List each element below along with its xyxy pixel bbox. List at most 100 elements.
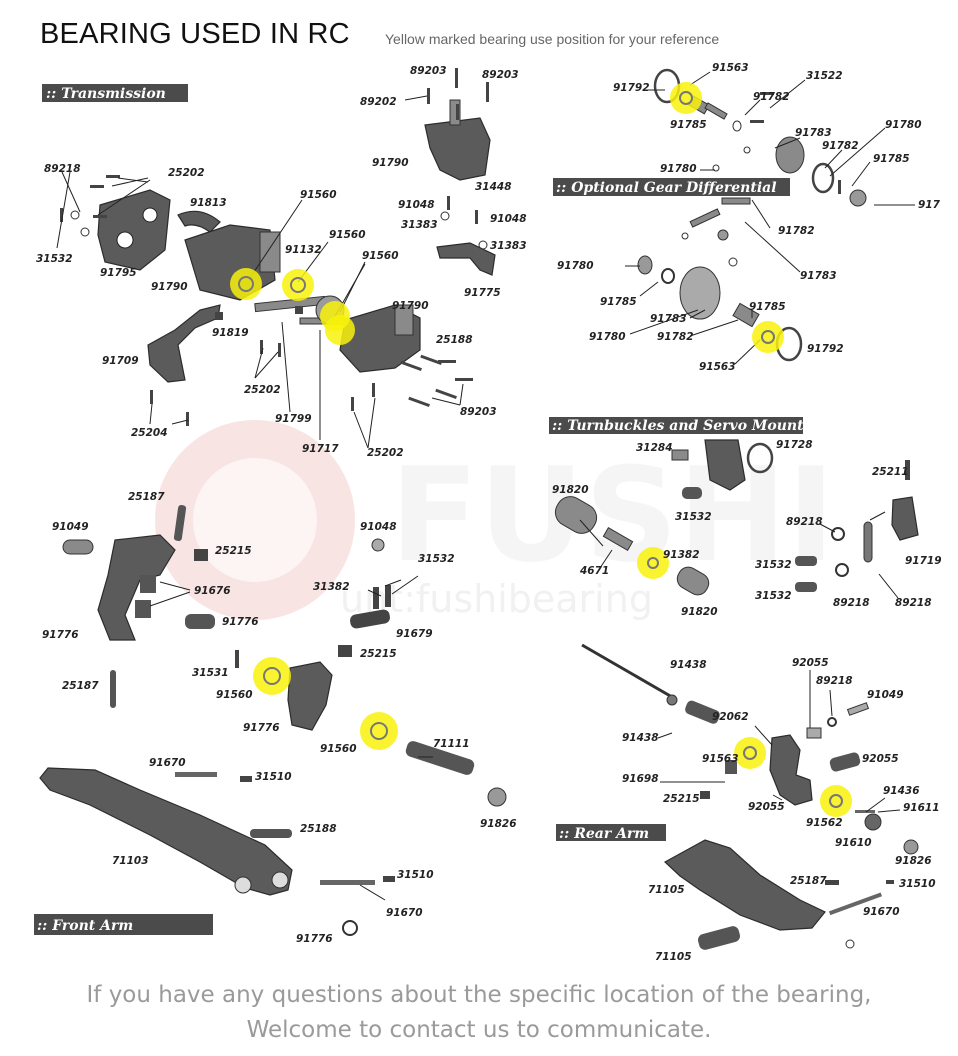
transmission-labels: 89203 89203 89202 91790 89218 25202 9181… — [36, 65, 527, 459]
part-number-label: 91782 — [753, 91, 790, 103]
bearing-highlight — [360, 712, 398, 750]
part-number-label: 89218 — [895, 597, 932, 609]
part-number-label: 91799 — [275, 413, 312, 425]
part-number-label: 92062 — [712, 711, 749, 723]
part-number-label: 71105 — [648, 884, 685, 896]
part-number-label: 91826 — [480, 818, 517, 830]
part-number-label: 91826 — [895, 855, 932, 867]
part-number-label: 31532 — [36, 253, 73, 265]
svg-text::: Front Arm: :: Front Arm — [37, 918, 133, 934]
svg-text::: Transmission: :: Transmission — [46, 86, 166, 102]
part-number-label: 91785 — [670, 119, 707, 131]
bearing-highlight — [325, 315, 355, 345]
part-number-label: 31382 — [313, 581, 350, 593]
part-number-label: 31522 — [806, 70, 843, 82]
part-number-label: 91382 — [663, 549, 700, 561]
part-number-label: 25202 — [168, 167, 205, 179]
gear-diff-labels: 91563 91792 31522 91782 91785 91783 9178… — [557, 62, 941, 373]
bearing-highlight — [820, 785, 852, 817]
part-number-label: 91562 — [806, 817, 843, 829]
section-gear-diff-header: :: Optional Gear Differential — [553, 178, 790, 196]
part-number-label: 31383 — [401, 219, 438, 231]
part-number-label: 31531 — [192, 667, 229, 679]
bearing-highlight — [670, 82, 702, 114]
part-number-label: 25211 — [872, 466, 909, 478]
section-rear-arm-header: :: Rear Arm — [556, 824, 666, 842]
part-number-label: 25202 — [367, 447, 404, 459]
bearing-highlight — [734, 737, 766, 769]
part-number-label: 91795 — [100, 267, 137, 279]
part-number-label: 91048 — [490, 213, 527, 225]
part-number-label: 91783 — [650, 313, 687, 325]
part-number-label: 91676 — [194, 585, 231, 597]
part-number-label: 92055 — [748, 801, 785, 813]
part-number-label: 91785 — [873, 153, 910, 165]
part-number-label: 25215 — [215, 545, 252, 557]
footer-line-1: If you have any questions about the spec… — [86, 982, 872, 1008]
part-number-label: 31510 — [255, 771, 292, 783]
part-number-label: 31532 — [675, 511, 712, 523]
part-number-label: 89203 — [410, 65, 447, 77]
part-number-label: 91790 — [392, 300, 429, 312]
part-number-label: 89202 — [360, 96, 397, 108]
turnbuckle-labels: 91728 31284 25211 91820 31532 89218 9138… — [552, 439, 942, 618]
watermark-account: unt:fushibearing — [340, 577, 653, 621]
part-number-label: 91776 — [222, 616, 259, 628]
rear-arm-parts — [581, 643, 919, 950]
part-number-label: 91698 — [622, 773, 659, 785]
part-number-label: 91776 — [296, 933, 333, 945]
part-number-label: 31532 — [755, 590, 792, 602]
part-number-label: 91560 — [300, 189, 337, 201]
part-number-label: 91048 — [398, 199, 435, 211]
part-number-label: 25187 — [128, 491, 165, 503]
part-number-label: 91776 — [42, 629, 79, 641]
part-number-label: 91679 — [396, 628, 433, 640]
part-number-label: 25188 — [300, 823, 337, 835]
part-number-label: 31510 — [397, 869, 434, 881]
part-number-label: 91780 — [557, 260, 594, 272]
part-number-label: 91783 — [800, 270, 837, 282]
turnbuckle-parts — [554, 439, 919, 599]
watermark-logo-center — [193, 458, 317, 582]
part-number-label: 71103 — [112, 855, 149, 867]
front-arm-parts — [39, 505, 507, 936]
part-number-label: 91048 — [360, 521, 397, 533]
part-number-label: 91563 — [702, 753, 739, 765]
part-number-label: 91782 — [657, 331, 694, 343]
part-number-label: 91785 — [600, 296, 637, 308]
gear-diff-parts — [625, 68, 915, 365]
part-number-label: 89218 — [786, 516, 823, 528]
bearing-highlight — [230, 268, 262, 300]
part-number-label: 91790 — [151, 281, 188, 293]
footer-line-2: Welcome to contact us to communicate. — [246, 1017, 712, 1043]
part-number-label: 31532 — [418, 553, 455, 565]
part-number-label: 91560 — [362, 250, 399, 262]
part-number-label: 25187 — [790, 875, 827, 887]
part-number-label: 91719 — [905, 555, 942, 567]
part-number-label: 91792 — [613, 82, 650, 94]
part-number-label: 91776 — [243, 722, 280, 734]
page-title: BEARING USED IN RC — [40, 18, 350, 50]
part-number-label: 91563 — [699, 361, 736, 373]
watermark: FUSHI unt:fushibearing — [155, 420, 835, 621]
part-number-label: 91780 — [589, 331, 626, 343]
part-number-label: 91132 — [285, 244, 322, 256]
part-number-label: 91610 — [835, 837, 872, 849]
part-number-label: 25188 — [436, 334, 473, 346]
part-number-label: 91790 — [372, 157, 409, 169]
part-number-label: 71111 — [433, 738, 470, 750]
part-number-label: 25215 — [663, 793, 700, 805]
section-front-arm-header: :: Front Arm — [34, 914, 213, 935]
bearing-highlight — [637, 547, 669, 579]
part-number-label: 31284 — [636, 442, 673, 454]
part-number-label: 91709 — [102, 355, 139, 367]
transmission-parts — [56, 68, 496, 449]
part-number-label: 91717 — [302, 443, 339, 455]
part-number-label: 91560 — [329, 229, 366, 241]
front-arm-labels: 25187 91049 25215 91048 31532 91676 3138… — [42, 491, 517, 945]
part-number-label: 91792 — [807, 343, 844, 355]
part-number-label: 71105 — [655, 951, 692, 960]
part-number-label: 91611 — [903, 802, 940, 814]
part-number-label: 91780 — [660, 163, 697, 175]
part-number-label: 31448 — [475, 181, 512, 193]
